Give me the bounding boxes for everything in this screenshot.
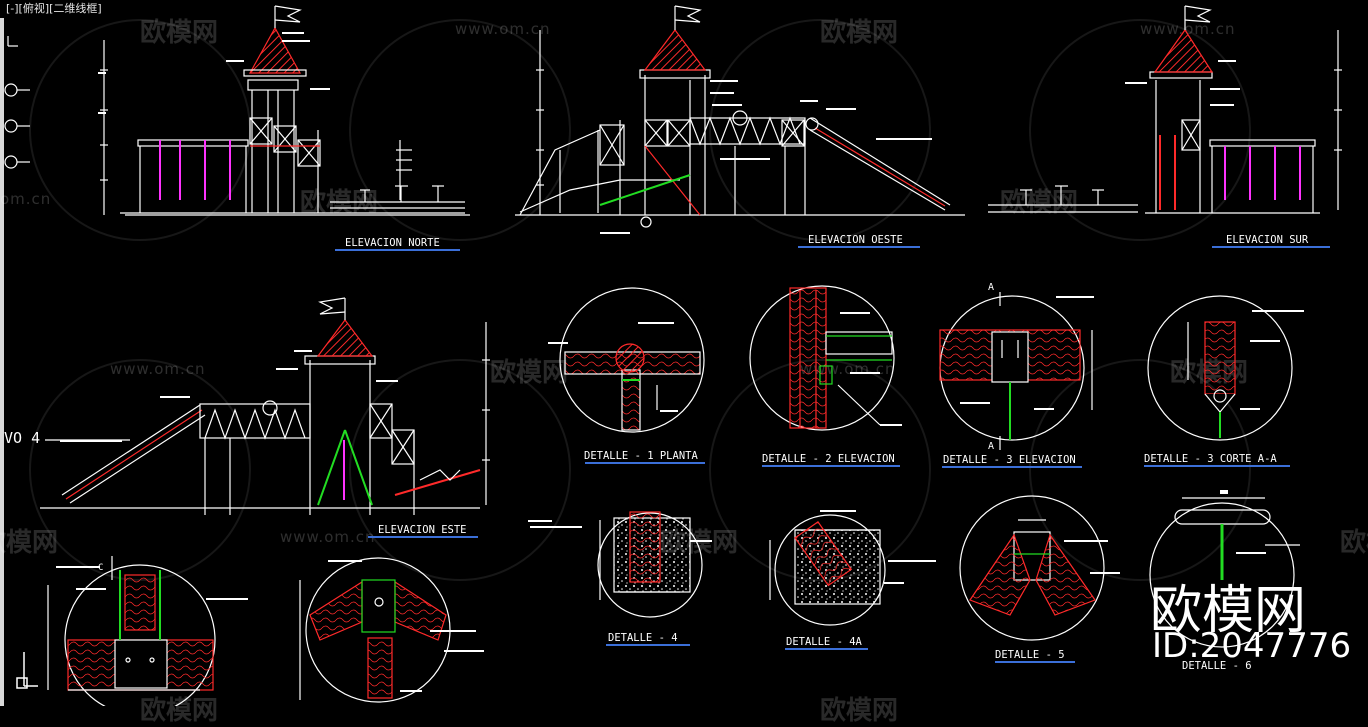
elevation-sur	[988, 5, 1342, 214]
title-detalle-5: DETALLE - 5	[995, 649, 1065, 661]
elevation-norte	[100, 5, 470, 216]
leader-labels	[600, 80, 932, 234]
watermark-logo: 欧模网	[1000, 188, 1079, 218]
watermark-url: om.cn	[0, 190, 52, 208]
detail-3a	[1147, 295, 1293, 441]
title-detalle-3a: DETALLE - 3 CORTE A-A	[1144, 453, 1277, 465]
watermark-logo: 欧模网	[490, 358, 569, 388]
leader-labels	[328, 560, 484, 692]
leader-labels	[1064, 540, 1120, 574]
section-mark-a: A	[988, 441, 994, 452]
watermark-url: www.om.cn	[110, 360, 206, 378]
title-elevacion-norte: ELEVACION NORTE	[345, 237, 440, 249]
leader-labels	[98, 32, 330, 114]
title-detalle-3: DETALLE - 3 ELEVACION	[943, 454, 1076, 466]
leader-labels	[820, 510, 936, 584]
section-mark-a: A	[988, 282, 994, 293]
title-detalle-4a: DETALLE - 4A	[786, 636, 863, 648]
detail-5	[959, 495, 1105, 641]
elevation-este	[40, 297, 490, 515]
detail-3	[939, 292, 1093, 450]
ucs-markers	[4, 36, 30, 169]
watermark-url: www.om.cn	[280, 528, 376, 546]
section-mark-c: C	[98, 563, 103, 573]
ucs-icon[interactable]	[14, 650, 40, 690]
title-elevacion-este: ELEVACION ESTE	[378, 524, 467, 536]
watermark-logo: 欧模网	[1340, 528, 1368, 558]
title-detalle-4: DETALLE - 4	[608, 632, 678, 644]
leader-labels	[1125, 60, 1240, 106]
elevation-oeste	[515, 5, 965, 228]
watermark-url: www.om.cn	[455, 20, 551, 38]
leader-labels	[840, 312, 902, 426]
leader-labels	[60, 350, 398, 442]
detail-1	[559, 287, 705, 433]
title-detalle-1: DETALLE - 1 PLANTA	[584, 450, 698, 462]
leader-labels	[548, 322, 678, 412]
detail-6	[1149, 497, 1300, 648]
leader-labels	[1240, 310, 1304, 410]
brand-watermark: 欧模网	[1150, 581, 1307, 641]
title-detalle-6: DETALLE - 6	[1182, 660, 1252, 672]
watermark-logo: 欧模网	[140, 18, 219, 48]
watermark-logo: 欧模网	[0, 528, 59, 558]
viewport-label[interactable]: [-][俯视][二维线框]	[6, 2, 102, 15]
detail-4a	[769, 514, 886, 626]
viewport-border	[0, 18, 4, 706]
leader-labels	[528, 520, 712, 542]
detail-joint	[299, 557, 451, 703]
leader-labels	[56, 566, 248, 600]
detail-c	[47, 556, 216, 706]
watermark-url: www.om.cn	[1140, 20, 1236, 38]
detail-4	[597, 511, 703, 618]
detail-2	[749, 285, 895, 431]
cad-drawing: ELEVACION NORTE	[4, 5, 1342, 706]
partial-label: VO 4	[4, 429, 40, 447]
leader-labels	[1220, 490, 1266, 554]
watermark-logo: 欧模网	[820, 18, 899, 48]
title-elevacion-oeste: ELEVACION OESTE	[808, 234, 903, 246]
model-id: ID:2047776	[1152, 626, 1352, 666]
leader-labels	[960, 296, 1094, 410]
title-detalle-2: DETALLE - 2 ELEVACION	[762, 453, 895, 465]
title-elevacion-sur: ELEVACION SUR	[1226, 234, 1309, 246]
